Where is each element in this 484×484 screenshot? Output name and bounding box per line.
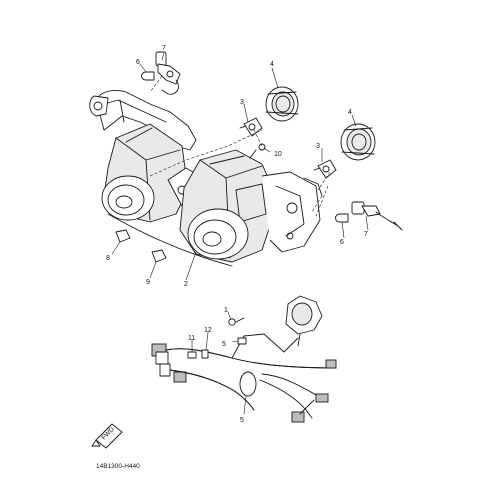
callout-3-upper: 3 [240,99,244,106]
callout-10: 10 [274,151,282,158]
bulb-upper [239,117,263,137]
front-direction-marker: FWD [91,423,123,449]
callout-7-b: 9 [146,279,150,286]
drawing-code: 14B1300-H440 [96,463,140,470]
callout-1: 1 [224,307,228,314]
socket-cord-lower [351,201,403,231]
headlight-assembly [89,89,323,267]
rubber-cap-1 [115,229,131,243]
cover-ring-lower [340,123,376,161]
callout-numbers: 7 6 4 3 10 3 4 6 7 8 9 2 1 11 12 5 5 [106,45,368,424]
callout-6-upper: 7 [162,45,166,52]
callout-11: 5 [240,417,244,424]
clip-12 [237,337,247,345]
callout-7-a: 8 [106,255,110,262]
leader-lines [111,52,369,415]
wire-harness [151,295,337,423]
callout-6-lower: 7 [364,231,368,238]
callout-5-upper: 6 [136,59,140,66]
cover-ring-upper [265,86,299,122]
bulb-lower [313,159,337,179]
callout-4-upper: 4 [270,61,274,68]
bolt-10 [249,143,266,159]
position-bulb-upper [141,71,155,81]
callout-4-lower: 4 [348,109,352,116]
position-bulb-lower [335,213,349,223]
callout-12: 5 [222,341,226,348]
callout-9: 12 [204,327,212,334]
callout-3-lower: 3 [316,143,320,150]
socket-cord-upper [155,51,181,95]
screw-1 [228,317,245,326]
callout-2: 2 [184,281,188,288]
callout-8: 11 [188,335,195,342]
callout-5-lower: 6 [340,239,344,246]
rubber-cap-2 [151,249,167,263]
